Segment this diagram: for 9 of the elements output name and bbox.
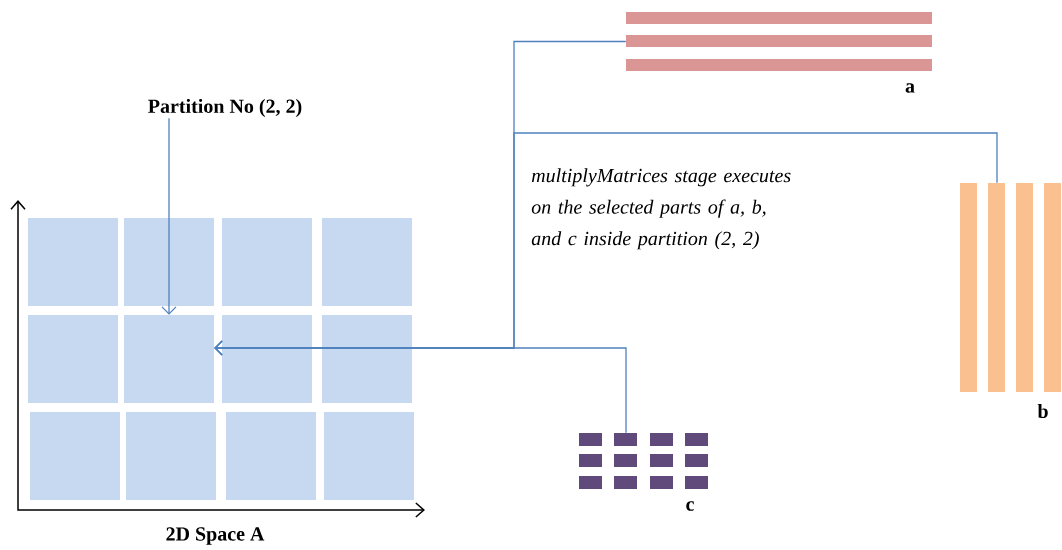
heading: Partition No (2, 2) — [148, 98, 302, 118]
grid-cell — [124, 315, 214, 403]
note-text: multiplyMatrices stage executes on the selected parts of a, b, and c inside partition (2, 2) — [531, 168, 791, 250]
arrow — [214, 340, 627, 434]
bars-label: a — [905, 83, 915, 93]
bars-label: b — [1037, 403, 1048, 419]
arrow — [161, 117, 177, 315]
axis-label: 2D Space A — [166, 527, 265, 545]
blocks-label: c — [686, 501, 694, 511]
